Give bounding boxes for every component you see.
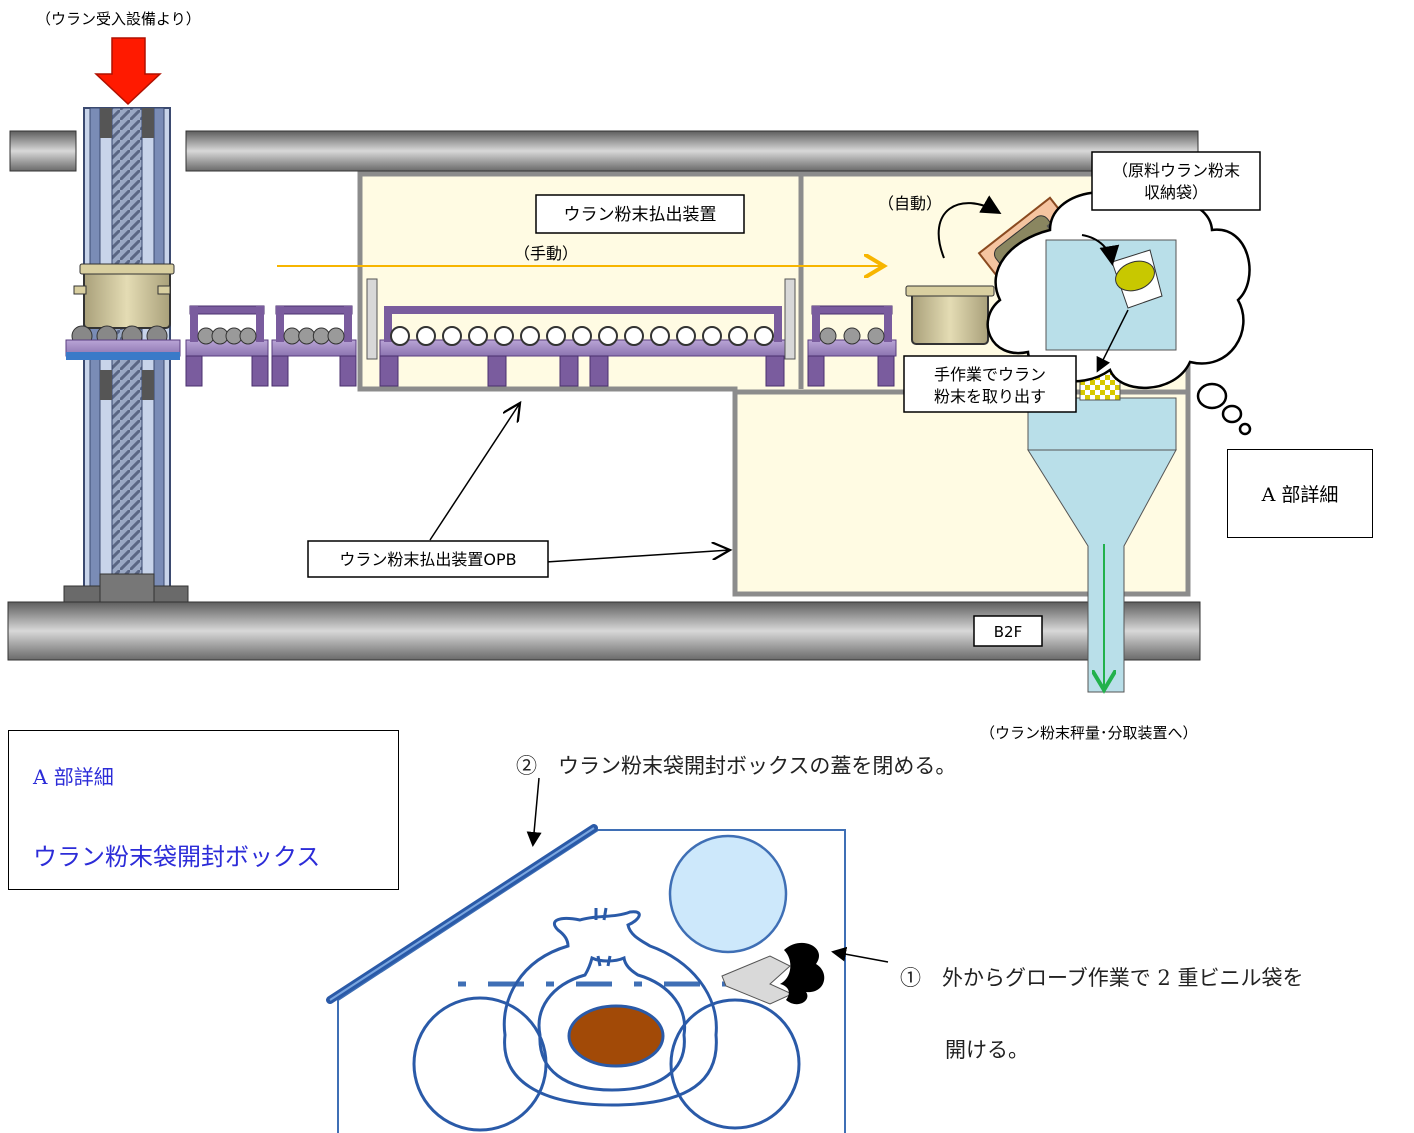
uranium-powder <box>567 1004 665 1068</box>
scissors-icon <box>721 955 794 1005</box>
outer-bag <box>502 910 718 1107</box>
inner-bag <box>537 955 687 1092</box>
leader-opb-up <box>429 403 520 541</box>
opb-label: ウラン粉末払出装置OPB <box>339 550 516 569</box>
step-1-text-line1: ① 外からグローブ作業で 2 重ビニル袋を <box>900 966 1304 990</box>
floor-label: B2F <box>994 623 1022 641</box>
dispenser-label-box <box>535 194 745 234</box>
pot-at-tilter <box>905 285 995 345</box>
raw-bag-label-box <box>1091 151 1261 211</box>
stopper-right <box>784 278 796 360</box>
leader-step1 <box>831 946 889 963</box>
a-detail-label-box: A 部詳細 <box>1227 449 1373 538</box>
hopper <box>1027 449 1177 693</box>
pot-on-lift <box>65 263 181 360</box>
leader-step2 <box>526 777 542 847</box>
auto-tilt-arrow <box>937 195 1002 259</box>
manual-label: （手動） <box>514 244 578 263</box>
detail-title: A 部詳細 <box>33 765 114 789</box>
dispenser-label: ウラン粉末払出装置 <box>564 205 717 225</box>
step-1-text-line2: 開ける。 <box>945 1038 1029 1062</box>
from-receiving-label: （ウラン受入設備より） <box>36 10 201 28</box>
raw-bag-label: （原料ウラン粉末収納袋） <box>1112 161 1240 202</box>
detail-subtitle: ウラン粉末袋開封ボックス <box>33 843 321 871</box>
manual-takeout-label-box <box>903 355 1077 413</box>
glove-port-right <box>669 998 801 1130</box>
inflow-arrow <box>94 37 162 106</box>
bag-opening-box-detail <box>326 777 889 1133</box>
manual-takeout-label: 手作業でウラン粉末を取り出す <box>934 365 1046 406</box>
detail-legend-box: A 部詳細 ウラン粉末袋開封ボックス <box>8 730 399 890</box>
floor-label-box <box>973 615 1043 647</box>
thought-cloud <box>986 190 1252 436</box>
opb-label-box <box>307 540 549 578</box>
ceiling-slab <box>185 130 1199 172</box>
step-2-text: ② ウラン粉末袋開封ボックスの蓋を閉める。 <box>516 754 957 778</box>
stopper-left <box>366 278 378 360</box>
to-weighing-label: （ウラン粉末秤量･分取装置へ） <box>980 724 1198 742</box>
leader-opb-right <box>545 550 730 563</box>
glove-port-top <box>668 834 788 954</box>
auto-label: （自動） <box>878 194 942 213</box>
ceiling-slab-left <box>9 130 77 172</box>
a-detail-label: A 部詳細 <box>1261 484 1339 506</box>
